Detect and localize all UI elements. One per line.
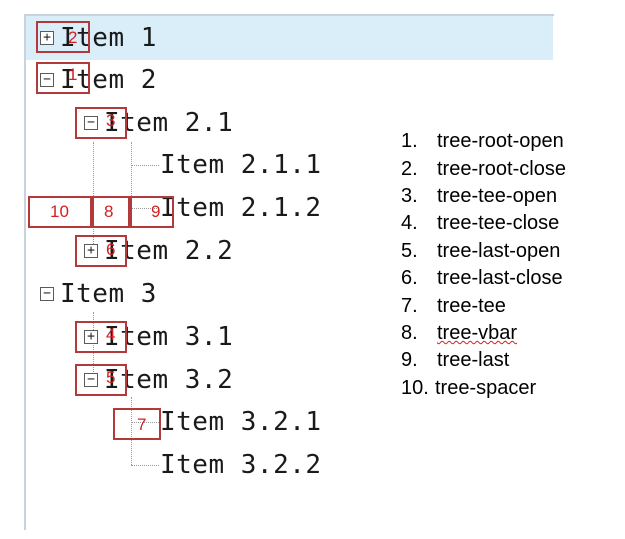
legend-item: 2.tree-root-close bbox=[401, 157, 566, 180]
annotation-box bbox=[75, 235, 127, 267]
legend-item: 9.tree-last bbox=[401, 349, 510, 372]
tree-node-label: Item 2.1.2 bbox=[160, 193, 322, 223]
annotation-box bbox=[75, 321, 127, 353]
annotation-number: 5 bbox=[106, 368, 116, 387]
collapse-icon[interactable]: − bbox=[40, 287, 54, 301]
collapse-icon[interactable]: − bbox=[84, 116, 98, 130]
annotation-box bbox=[36, 21, 90, 53]
annotation-box bbox=[28, 196, 92, 228]
legend-item: 3.tree-tee-open bbox=[401, 184, 558, 207]
annotation-number: 7 bbox=[137, 415, 147, 434]
tree-last-line bbox=[131, 208, 159, 209]
tree-vbar-line bbox=[131, 397, 132, 465]
tree-node-item-2[interactable]: − Item 2 bbox=[40, 62, 157, 98]
legend-list: 1.tree-root-open 2.tree-root-close 3.tre… bbox=[401, 128, 566, 402]
tree-node-label: Item 3.2.2 bbox=[160, 450, 322, 480]
tree-node-label: Item 2.1.1 bbox=[160, 150, 322, 180]
tree-panel bbox=[24, 14, 554, 530]
tree-last-line bbox=[131, 465, 159, 466]
annotation-number: 10 bbox=[50, 202, 69, 221]
annotation-box bbox=[92, 196, 130, 228]
tree-node-item-3[interactable]: − Item 3 bbox=[40, 276, 157, 312]
tree-node-item-2-1-2[interactable]: Item 2.1.2 bbox=[160, 190, 322, 226]
annotation-box bbox=[75, 107, 127, 139]
tree-node-label: Item 1 bbox=[60, 23, 157, 53]
collapse-icon[interactable]: − bbox=[84, 373, 98, 387]
annotation-number: 6 bbox=[106, 240, 116, 259]
legend-item: 7.tree-tee bbox=[401, 294, 506, 317]
expand-icon[interactable]: + bbox=[84, 330, 98, 344]
annotation-number: 3 bbox=[106, 111, 116, 130]
annotation-number: 9 bbox=[151, 202, 161, 221]
annotation-number: 2 bbox=[68, 28, 78, 47]
legend-item: 1.tree-root-open bbox=[401, 130, 564, 153]
annotation-box bbox=[75, 364, 127, 396]
tree-node-item-3-2-2[interactable]: Item 3.2.2 bbox=[160, 447, 322, 483]
annotation-box bbox=[36, 62, 90, 94]
legend-item: 10.tree-spacer bbox=[401, 376, 537, 399]
legend-item: 4.tree-tee-close bbox=[401, 212, 560, 235]
tree-node-item-3-2-1[interactable]: Item 3.2.1 bbox=[160, 404, 322, 440]
tree-node-label: Item 3 bbox=[60, 279, 157, 309]
tree-node-item-1[interactable]: + Item 1 bbox=[40, 20, 157, 56]
tree-node-item-2-1-1[interactable]: Item 2.1.1 bbox=[160, 147, 322, 183]
legend-item: 5.tree-last-open bbox=[401, 239, 561, 262]
annotation-box bbox=[130, 196, 174, 228]
tree-node-label: Item 2 bbox=[60, 65, 157, 95]
annotation-number: 8 bbox=[104, 202, 114, 221]
tree-tee-line bbox=[131, 165, 159, 166]
tree-node-label: Item 3.2.1 bbox=[160, 407, 322, 437]
legend-item: 8.tree-vbar bbox=[401, 321, 518, 344]
annotation-box bbox=[113, 408, 161, 440]
annotation-number: 1 bbox=[68, 65, 78, 84]
tree-vbar-line bbox=[93, 312, 94, 380]
collapse-icon[interactable]: − bbox=[40, 73, 54, 87]
expand-icon[interactable]: + bbox=[40, 31, 54, 45]
annotation-number: 4 bbox=[106, 325, 116, 344]
tree-vbar-line bbox=[131, 142, 132, 208]
legend-item: 6.tree-last-close bbox=[401, 267, 563, 290]
expand-icon[interactable]: + bbox=[84, 244, 98, 258]
selected-row-highlight bbox=[26, 16, 553, 60]
tree-tee-line bbox=[131, 422, 159, 423]
